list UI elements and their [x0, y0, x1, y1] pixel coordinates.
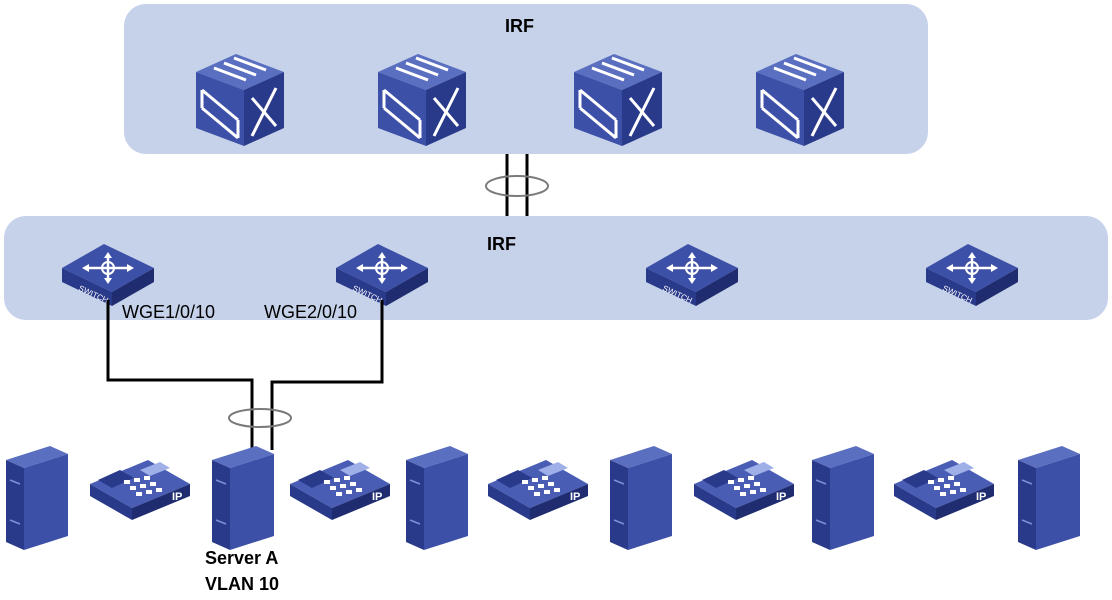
link-aggregation-ring — [228, 408, 292, 428]
bottom-irf-label: IRF — [487, 234, 516, 254]
server-icon — [405, 445, 469, 551]
server-icon — [5, 445, 69, 551]
core-switch-icon — [194, 52, 286, 148]
core-switch-icon — [754, 52, 846, 148]
ip-phone-icon — [290, 460, 390, 520]
core-switch-icon — [376, 52, 468, 148]
bottom-irf-group — [4, 216, 1108, 320]
ip-phone-icon — [894, 460, 994, 520]
ip-phone-icon — [90, 460, 190, 520]
port-label-right: WGE2/0/10 — [264, 302, 357, 322]
top-irf-group — [124, 4, 928, 154]
link-aggregation-ring — [485, 175, 549, 197]
ip-phone-icon — [694, 460, 794, 520]
downlink-wire-left — [106, 300, 254, 450]
server-icon — [1017, 445, 1081, 551]
server-icon — [811, 445, 875, 551]
top-irf-label: IRF — [505, 16, 534, 36]
port-label-left: WGE1/0/10 — [122, 302, 215, 322]
server-a-icon — [211, 445, 275, 551]
server-a-vlan: VLAN 10 — [205, 574, 279, 594]
ip-phone-icon — [488, 460, 588, 520]
server-icon — [609, 445, 673, 551]
server-a-name: Server A — [205, 548, 278, 568]
downlink-wire-right — [270, 300, 384, 450]
core-switch-icon — [572, 52, 664, 148]
